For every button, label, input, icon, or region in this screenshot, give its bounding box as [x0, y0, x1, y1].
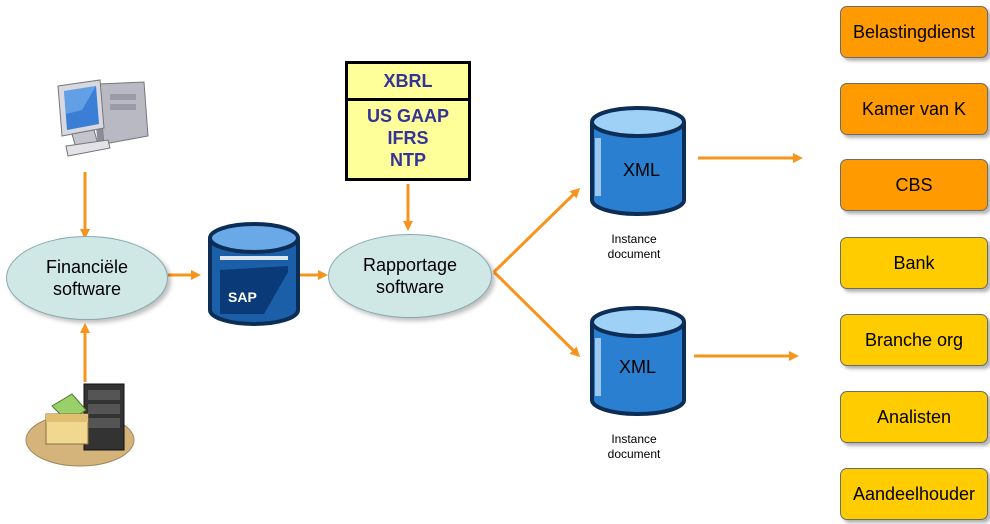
instance-caption-top: Instance document	[589, 232, 679, 262]
reporting-software-line2: software	[375, 277, 444, 297]
desktop-computer-icon	[57, 79, 149, 157]
financial-software-node: Financiële software	[6, 236, 168, 320]
server-archive-icon	[25, 383, 135, 467]
instance-caption-bottom-line2: document	[607, 447, 661, 461]
reporting-software-node: Rapportage software	[328, 234, 492, 318]
xbrl-standard-ifrs: IFRS	[387, 128, 429, 148]
xml-label-top: XML	[623, 160, 661, 180]
recipient-analisten: Analisten	[840, 391, 988, 443]
xml-label-bottom: XML	[619, 357, 657, 377]
reporting-software-line1: Rapportage	[362, 255, 458, 275]
financial-software-line2: software	[52, 279, 121, 299]
xml-database-icon-top	[590, 106, 686, 216]
xbrl-standard-ntp: NTP	[390, 150, 426, 170]
xml-database-icon-bottom	[590, 306, 686, 416]
recipient-branche-org: Branche org	[840, 314, 988, 366]
arrow-reporting-to-xml-bottom	[492, 270, 581, 358]
xbrl-standard-us-gaap: US GAAP	[366, 106, 449, 126]
recipient-cbs: CBS	[840, 159, 988, 211]
recipient-belastingdienst: Belastingdienst	[840, 6, 988, 58]
sap-logo-text: SAP	[228, 289, 257, 305]
instance-caption-bottom-line1: Instance	[611, 432, 657, 446]
instance-caption-top-line1: Instance	[611, 232, 657, 246]
sap-database-icon: SAP	[208, 222, 300, 326]
xbrl-standards-box: XBRL US GAAP IFRS NTP	[345, 61, 471, 181]
xbrl-header: XBRL	[348, 64, 468, 101]
arrow-reporting-to-xml-top	[492, 187, 581, 274]
recipient-aandeelhouder: Aandeelhouder	[840, 468, 988, 520]
instance-caption-top-line2: document	[607, 247, 661, 261]
financial-software-line1: Financiële	[45, 257, 129, 277]
instance-caption-bottom: Instance document	[589, 432, 679, 462]
recipient-bank: Bank	[840, 237, 988, 289]
recipient-kamer-van-k: Kamer van K	[840, 83, 988, 135]
